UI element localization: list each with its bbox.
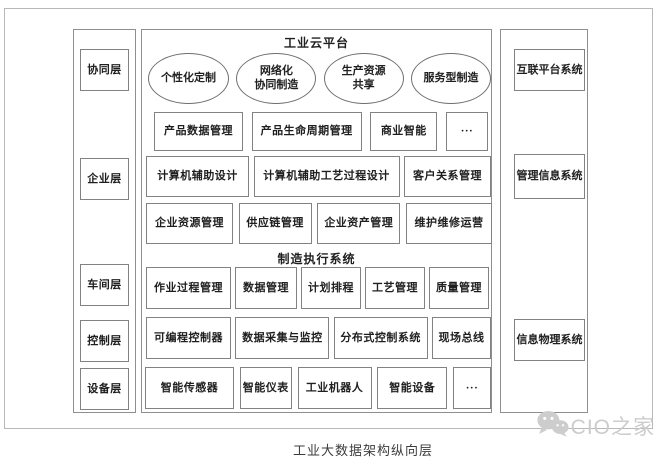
node-process-management: 工艺管理 (365, 267, 425, 309)
node-data-management: 数据管理 (235, 267, 297, 309)
cloud-platform-panel: 工业云平台 个性化定制 网络化 协同制造 生产资源 共享 服务型制造 产品数据管… (141, 29, 492, 413)
node-dcs: 分布式控制系统 (333, 317, 428, 359)
layer-enterprise: 企业层 (80, 158, 129, 200)
cloud-modes-row: 个性化定制 网络化 协同制造 生产资源 共享 服务型制造 (148, 53, 491, 104)
watermark: CIO之家 (536, 409, 655, 443)
system-interconnection-platform: 互联平台系统 (514, 49, 585, 91)
layer-column: 协同层 企业层 车间层 控制层 设备层 (73, 29, 136, 413)
watermark-text: CIO之家 (570, 416, 655, 439)
node-ellipsis-devices: ··· (453, 367, 491, 409)
systems-column: 互联平台系统 管理信息系统 信息物理系统 (500, 29, 588, 413)
system-cyber-physical: 信息物理系统 (514, 319, 585, 361)
wechat-icon (536, 409, 569, 443)
node-enterprise-asset-management: 企业资产管理 (317, 203, 401, 244)
node-scada: 数据采集与监控 (235, 317, 330, 359)
node-smart-device: 智能设备 (377, 367, 448, 409)
node-maintenance-repair-operations: 维护维修运营 (405, 203, 492, 244)
node-smart-sensor: 智能传感器 (145, 367, 234, 409)
node-product-data-management: 产品数据管理 (154, 112, 243, 151)
node-planning-scheduling: 计划排程 (301, 267, 361, 309)
cloud-platform-title: 工业云平台 (283, 36, 349, 50)
node-supply-chain-management: 供应链管理 (238, 203, 312, 244)
mes-row: 作业过程管理 数据管理 计划排程 工艺管理 质量管理 (146, 267, 489, 309)
enterprise-apps-row-3: 企业资源管理 供应链管理 企业资产管理 维护维修运营 (146, 203, 492, 244)
node-industrial-robot: 工业机器人 (297, 367, 372, 409)
node-ellipsis-apps: ··· (445, 112, 488, 151)
layer-collaboration: 协同层 (80, 49, 129, 91)
diagram-caption: 工业大数据架构纵向层 (292, 443, 433, 458)
device-row: 智能传感器 智能仪表 工业机器人 智能设备 ··· (145, 367, 491, 409)
enterprise-apps-row-1: 产品数据管理 产品生命周期管理 商业智能 ··· (154, 112, 488, 151)
node-fieldbus: 现场总线 (431, 317, 491, 359)
node-customer-relationship-management: 客户关系管理 (404, 156, 491, 197)
node-personalized-customization: 个性化定制 (148, 53, 229, 104)
node-product-lifecycle-management: 产品生命周期管理 (251, 112, 362, 151)
enterprise-apps-row-2: 计算机辅助设计 计算机辅助工艺过程设计 客户关系管理 (146, 156, 491, 197)
node-computer-aided-design: 计算机辅助设计 (146, 156, 249, 197)
node-job-process-management: 作业过程管理 (146, 267, 231, 309)
node-quality-management: 质量管理 (429, 267, 489, 309)
node-production-resource-sharing: 生产资源 共享 (323, 53, 404, 104)
node-service-oriented-manufacturing: 服务型制造 (410, 53, 491, 104)
layer-device: 设备层 (80, 368, 129, 410)
node-networked-collaborative-manufacturing: 网络化 协同制造 (236, 53, 317, 104)
node-plc: 可编程控制器 (146, 317, 231, 359)
node-smart-instrument: 智能仪表 (239, 367, 292, 409)
system-management-information: 管理信息系统 (514, 154, 585, 199)
node-business-intelligence: 商业智能 (370, 112, 438, 151)
layer-workshop: 车间层 (80, 264, 129, 306)
mes-title: 制造执行系统 (277, 252, 356, 266)
control-row: 可编程控制器 数据采集与监控 分布式控制系统 现场总线 (146, 317, 491, 359)
layer-control: 控制层 (80, 320, 129, 362)
node-computer-aided-process-planning: 计算机辅助工艺过程设计 (253, 156, 400, 197)
node-enterprise-resource-management: 企业资源管理 (146, 203, 233, 244)
